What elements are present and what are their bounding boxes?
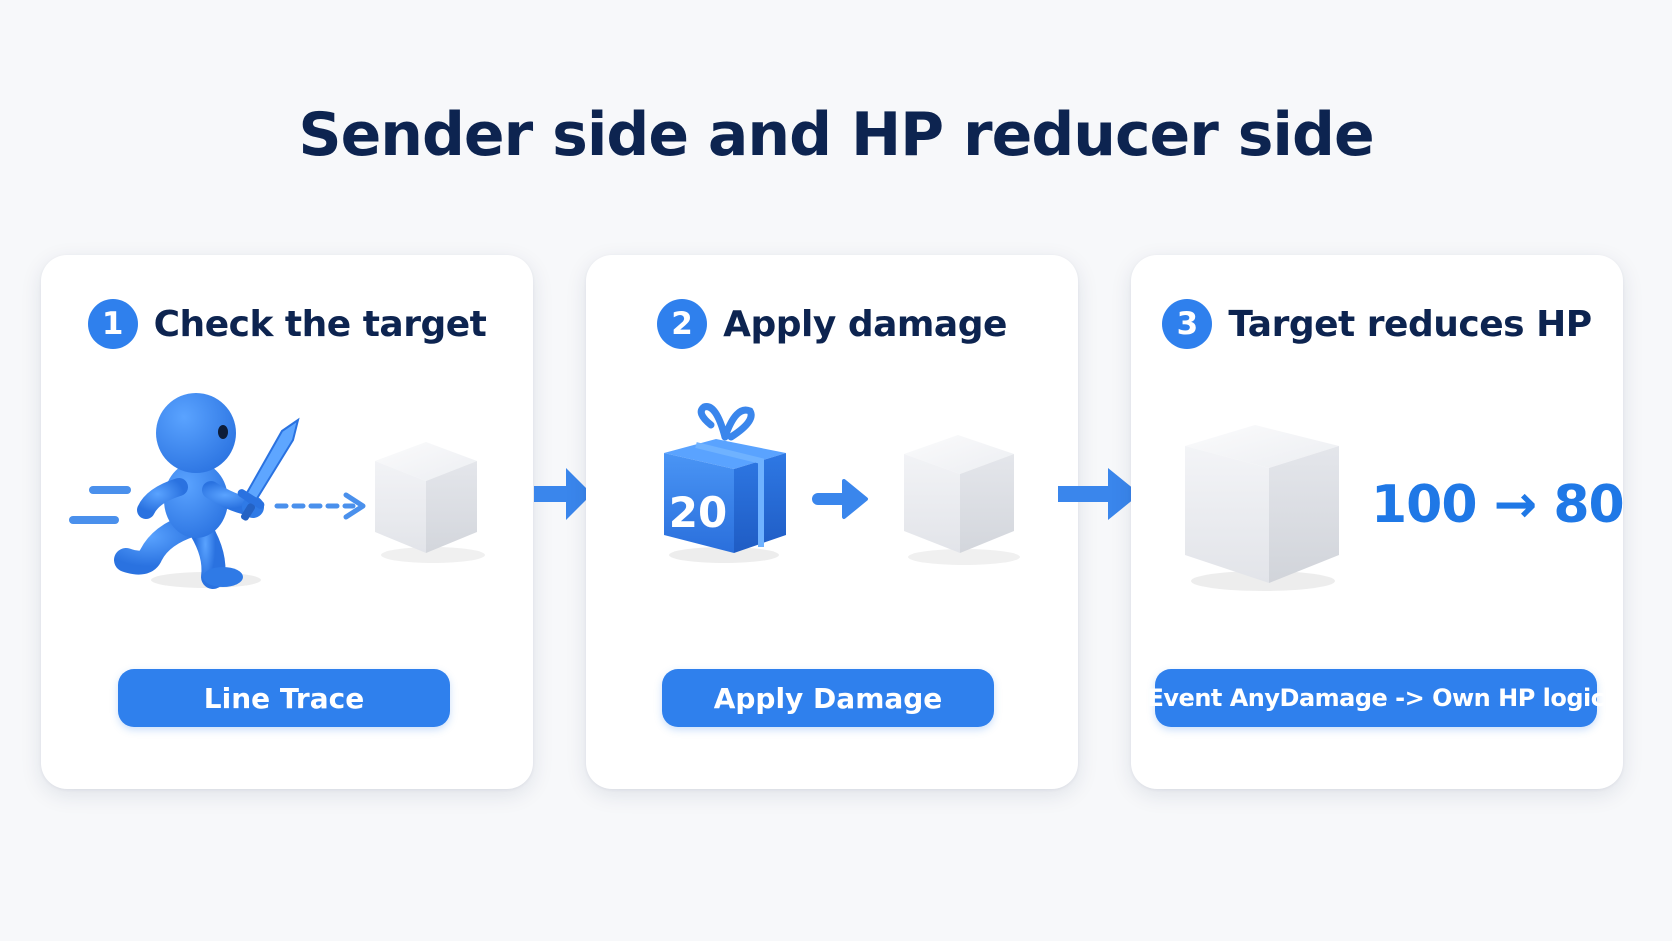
step-card-target-reduces-hp: 3 Target reduces HP 100 → 80 Event AnyDa… — [1131, 255, 1625, 789]
step-card-check-target: 1 Check the target — [41, 255, 533, 789]
target-cube-icon — [375, 442, 485, 563]
trace-dotted-arrow-icon — [274, 492, 366, 520]
step-header: 2 Apply damage — [586, 299, 1078, 349]
step2-illustration: 20 — [664, 403, 1020, 565]
hp-change-readout: 100 → 80 — [1371, 475, 1625, 535]
target-cube-icon — [904, 435, 1020, 565]
arrow-right-icon — [1058, 468, 1140, 520]
gift-box-icon: 20 — [664, 403, 786, 563]
sword-icon — [237, 417, 300, 521]
step-number-badge: 1 — [87, 299, 138, 349]
step-header: 3 Target reduces HP — [1131, 299, 1623, 349]
step-title: Apply damage — [723, 303, 1007, 345]
step1-illustration — [69, 393, 485, 589]
event-anydamage-button[interactable]: Event AnyDamage -> Own HP logic — [1148, 669, 1605, 727]
target-cube-icon — [1185, 425, 1339, 591]
damage-value: 20 — [669, 488, 727, 537]
step-card-apply-damage: 2 Apply damage — [586, 255, 1078, 789]
running-character-icon — [114, 393, 264, 589]
step3-illustration — [1185, 425, 1339, 591]
step-title: Check the target — [153, 303, 487, 345]
arrow-right-icon — [534, 468, 592, 520]
apply-damage-button[interactable]: Apply Damage — [662, 669, 994, 727]
step-number-badge: 3 — [1162, 299, 1213, 349]
speed-lines-icon — [69, 486, 131, 524]
step-title: Target reduces HP — [1228, 303, 1592, 345]
diagram-title: Sender side and HP reducer side — [298, 100, 1374, 170]
step-header: 1 Check the target — [41, 299, 533, 349]
step-number-badge: 2 — [657, 299, 708, 349]
arrow-right-icon — [812, 479, 868, 519]
line-trace-button[interactable]: Line Trace — [118, 669, 450, 727]
